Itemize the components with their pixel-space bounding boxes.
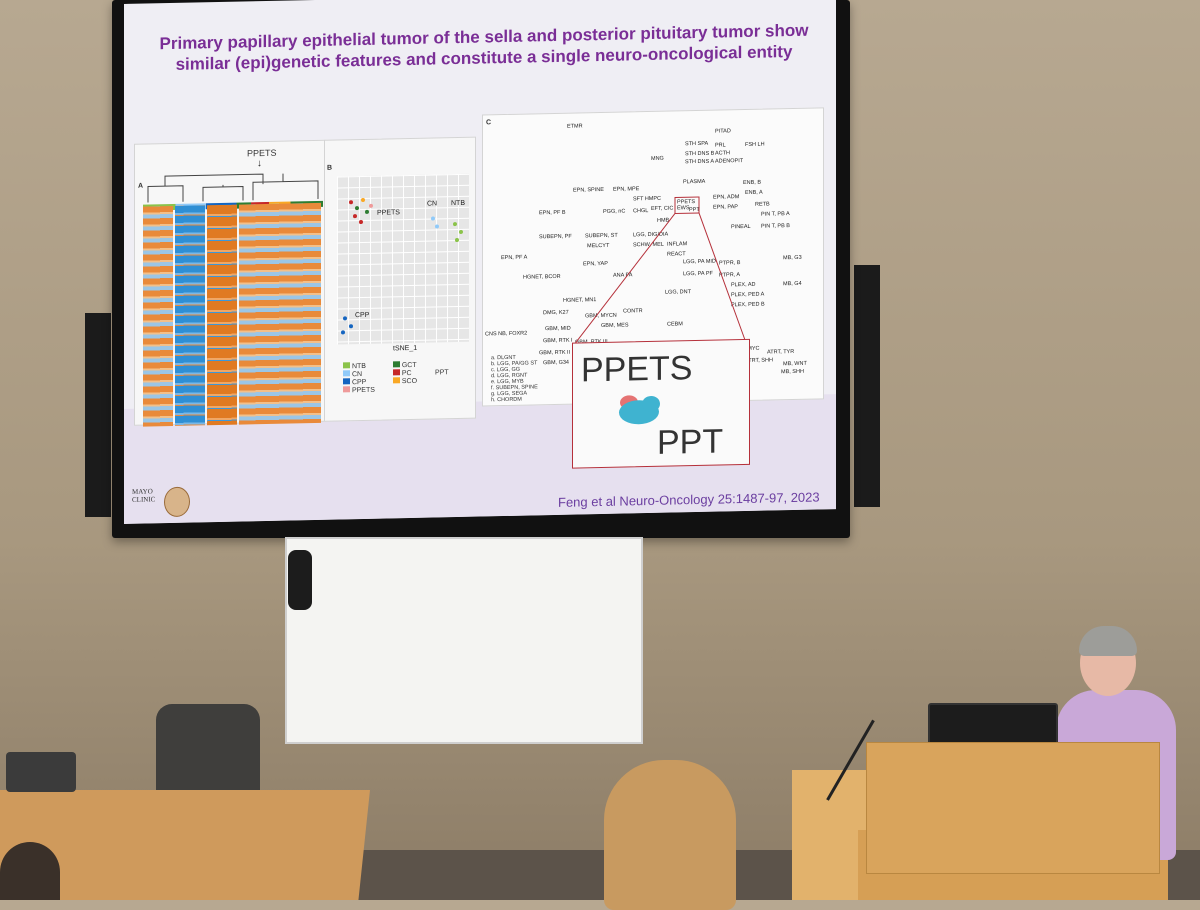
audience-member-head — [604, 760, 736, 910]
heatmap-block-4 — [239, 202, 321, 425]
tsne-label-ppets: PPETS — [377, 209, 400, 217]
heatmap-block-2 — [175, 205, 205, 426]
zoom-ppt-label: PPT — [657, 422, 724, 462]
heatmap-panel: A PPETS ↓ — [134, 139, 326, 427]
panel-b-label: B — [327, 164, 333, 172]
seal-icon — [164, 486, 190, 518]
tsne-label-cpp: CPP — [355, 311, 370, 320]
zoom-ppets-label: PPETS — [581, 349, 693, 390]
legend-item: PPETS — [351, 386, 375, 395]
tsne-label-cn: CN — [427, 200, 438, 208]
audience-member-head-left — [0, 842, 60, 900]
tsne-panel: B PPETS CN NTB CPP tSNE_1 NTB CN CPP — [324, 136, 476, 422]
heatmap-block-3 — [207, 204, 237, 426]
tsne-label-ntb: NTB — [451, 199, 465, 208]
legend-ppt-label: PPT — [435, 369, 449, 377]
heatmap-block-1 — [143, 205, 173, 427]
cluster-graphic — [619, 395, 660, 425]
whiteboard — [285, 537, 643, 744]
right-speaker — [854, 265, 880, 507]
zoom-inset: PPETS PPT — [572, 338, 750, 469]
slide-title: Primary papillary epithelial tumor of th… — [159, 20, 809, 74]
office-chair — [156, 704, 260, 800]
legend: NTB CN CPP PPETS GCT PC SCO PPT — [343, 360, 449, 394]
tsne-x-axis-label: tSNE_1 — [393, 344, 418, 353]
mayo-clinic-logo: MAYO CLINIC — [132, 486, 192, 520]
zoom-connector-lines — [574, 196, 746, 344]
left-speaker — [85, 313, 111, 517]
presenter-hair — [1079, 626, 1137, 656]
podium — [866, 742, 1160, 874]
dendrogram — [147, 173, 319, 203]
logo-text: MAYO CLINIC — [132, 487, 156, 504]
cloth-on-whiteboard — [288, 550, 312, 610]
presentation-slide: Primary papillary epithelial tumor of th… — [124, 0, 836, 524]
ppets-arrow-label: PPETS — [247, 147, 277, 159]
legend-item: SCO — [401, 377, 418, 386]
conference-camera — [6, 752, 76, 792]
